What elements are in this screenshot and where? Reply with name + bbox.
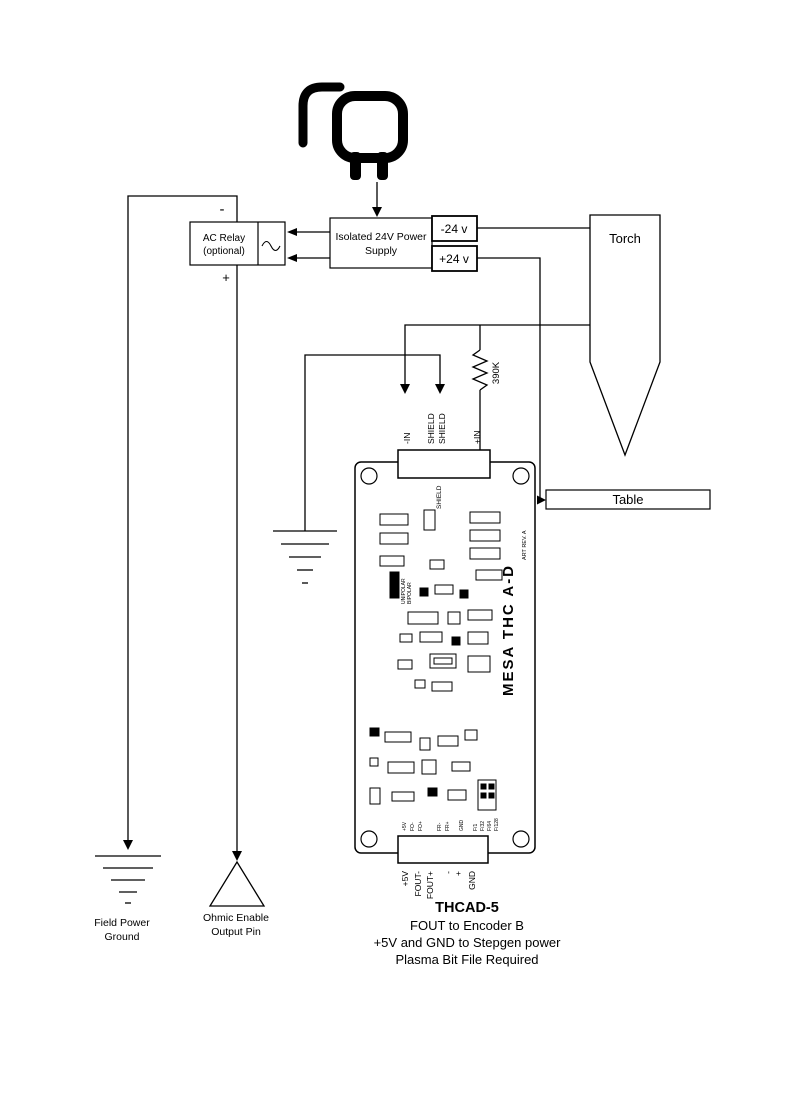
inner-pin-label: FR+ xyxy=(445,821,451,831)
caption-title: THCAD-5 xyxy=(435,900,499,916)
bottom-pin-labels: +5V FOUT- FOUT+ - + GND xyxy=(400,871,477,899)
pin-fout-minus: FOUT- xyxy=(413,871,423,897)
pin-5v: +5V xyxy=(400,871,410,887)
inner-pin-label: FR- xyxy=(437,822,443,831)
wire-torch-to-negin xyxy=(404,324,590,385)
field-ground-label-2: Ground xyxy=(104,931,139,943)
pin-minus: - xyxy=(443,871,453,874)
pin-pos-in: +IN xyxy=(472,431,482,444)
arrow-into-negin xyxy=(400,384,410,394)
freq-pin-label: F/128 xyxy=(494,818,500,831)
torch-shape: Torch xyxy=(589,214,661,457)
mount-hole xyxy=(360,467,378,485)
arrow-into-table xyxy=(537,495,546,505)
ohmic-label-2: Output Pin xyxy=(211,926,261,938)
shield-ground-symbol xyxy=(273,530,337,584)
caption-line-1: FOUT to Encoder B xyxy=(410,918,524,933)
relay-label-1: AC Relay xyxy=(203,233,245,244)
pin-shield-1: SHIELD xyxy=(426,413,436,444)
caption-line-3: Plasma Bit File Required xyxy=(395,952,538,967)
freq-pin-label: F/1 xyxy=(473,824,479,831)
wire-shield-to-ground xyxy=(304,354,441,531)
caption-line-2: +5V and GND to Stepgen power xyxy=(374,935,561,950)
resistor-label: 390K xyxy=(491,361,502,384)
pin-plus: + xyxy=(453,871,463,876)
arrow-into-shield xyxy=(435,384,445,394)
top-pin-labels: -IN SHIELD SHIELD +IN xyxy=(402,413,482,444)
ac-relay-box: AC Relay (optional) xyxy=(189,221,286,266)
wires xyxy=(127,182,590,852)
wire-relay-minus xyxy=(127,195,238,841)
ohmic-enable-symbol xyxy=(208,860,266,907)
inner-pin-label: FO+ xyxy=(418,821,424,831)
freq-pin-label: F/64 xyxy=(487,821,493,831)
arrowheads xyxy=(123,207,546,861)
pos24-label: +24 v xyxy=(439,252,469,266)
inner-pin-label: GND xyxy=(459,820,465,832)
neg24-label: -24 v xyxy=(441,222,468,236)
caption-block: THCAD-5 FOUT to Encoder B +5V and GND to… xyxy=(374,900,561,967)
arrow-into-relay-bottom xyxy=(287,254,297,262)
board-logo: MESA THC A-D xyxy=(500,564,517,696)
plus-label: + xyxy=(222,270,230,285)
freq-pin-label: F/32 xyxy=(480,821,486,831)
board-components xyxy=(369,509,503,811)
pin-neg-in: -IN xyxy=(402,433,412,444)
torch-label: Torch xyxy=(609,231,641,246)
jumper-bipolar-label: BIPOLAR xyxy=(407,582,413,604)
arrow-into-ohmic xyxy=(232,851,242,861)
pin-gnd: GND xyxy=(467,871,477,890)
jumper-unipolar-label: UNIPOLAR xyxy=(401,578,407,604)
pos24-box: +24 v xyxy=(431,245,478,272)
board-rev: ART REV. A xyxy=(522,530,528,560)
mount-hole xyxy=(360,830,378,848)
arrow-into-field-ground xyxy=(123,840,133,850)
mount-hole xyxy=(512,467,530,485)
relay-label-2: (optional) xyxy=(203,246,245,257)
minus-label: - xyxy=(220,201,225,218)
arrow-into-relay-top xyxy=(287,228,297,236)
ohmic-label-1: Ohmic Enable xyxy=(203,912,269,924)
table-box: Table xyxy=(545,489,711,510)
field-power-ground-symbol xyxy=(95,855,161,904)
pin-fout-plus: FOUT+ xyxy=(425,871,435,899)
thcad-board: MESA THC A-D ART REV. A UNIPOLAR BIPOLAR… xyxy=(354,449,536,864)
bottom-terminal-connector xyxy=(397,835,489,864)
neg24-box: -24 v xyxy=(431,215,478,242)
field-ground-label-1: Field Power xyxy=(94,917,150,929)
power-supply-box: Isolated 24V Power Supply xyxy=(329,217,433,269)
inner-pin-label: +5V xyxy=(402,821,408,831)
supply-label-1: Isolated 24V Power xyxy=(335,231,427,243)
arrow-into-supply xyxy=(372,207,382,217)
inner-pin-label: FO- xyxy=(410,822,416,831)
sine-wave-icon xyxy=(261,240,281,252)
pin-shield-2: SHIELD xyxy=(437,413,447,444)
supply-label-2: Supply xyxy=(365,245,398,257)
top-terminal-connector xyxy=(397,449,491,479)
power-plug-icon xyxy=(298,82,408,180)
resistor-zigzag xyxy=(471,349,489,391)
mount-hole xyxy=(512,830,530,848)
shield-inner-label: SHIELD xyxy=(436,485,443,509)
table-label: Table xyxy=(612,492,643,507)
